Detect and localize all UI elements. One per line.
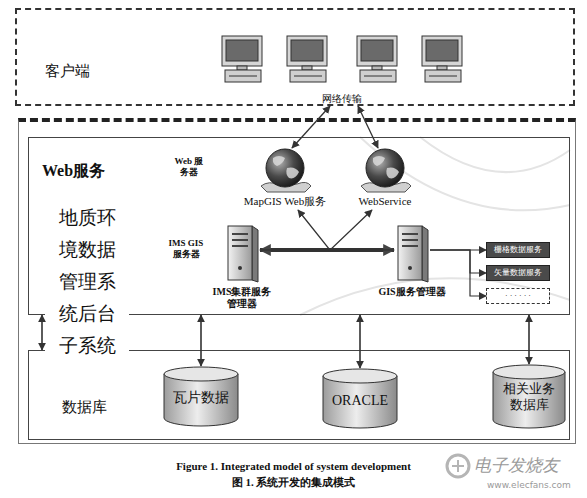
connector-arrow — [200, 315, 202, 366]
node-label: 数据库 — [62, 398, 107, 416]
node-label: 相关业务数据库 — [501, 381, 557, 413]
node-label: · · · · · · — [487, 289, 549, 303]
caption-text: Figure 1. Integrated model of system dev… — [0, 460, 587, 473]
server-icon: GIS服务管理器 — [394, 224, 430, 282]
watermark-icon — [447, 455, 469, 477]
connector-arrow — [430, 250, 486, 273]
globe-service: MapGIS Web服务 — [245, 148, 325, 210]
database-cylinder: 瓦片数据 — [163, 366, 239, 426]
node-label: 栅格数据服务 — [487, 243, 549, 257]
service-box: 矢量数据服务 — [486, 265, 550, 281]
node-label: ORACLE — [322, 393, 398, 410]
connector-arrow — [358, 106, 378, 148]
database-cylinder: 相关业务数据库 — [492, 364, 566, 428]
client-region: 客户端 — [15, 8, 575, 106]
node-label: MapGIS Web服务 — [230, 195, 340, 208]
background-swoosh — [300, 137, 570, 315]
service-box: · · · · · · — [486, 288, 550, 304]
client-computers — [222, 36, 462, 82]
watermark: 电子发烧友 — [474, 455, 559, 475]
node-label: Web服务 — [42, 161, 105, 180]
network-label: 网络传输 — [312, 93, 372, 105]
node-label: 矢量数据服务 — [487, 266, 549, 280]
connector-arrow — [260, 210, 330, 250]
database-cylinder: ORACLE — [322, 368, 398, 428]
watermark: www.elecfans.com — [487, 480, 571, 491]
server-icon-outline — [224, 224, 260, 282]
row-label: Web 服务器 — [172, 156, 206, 178]
row-label: IMS GIS 服务器 — [164, 238, 208, 260]
connector-arrow — [430, 250, 486, 296]
node-label: IMS集群服务管理器 — [210, 286, 274, 310]
system-region: 地质环境数据管理系统后台子系统Web服务MapGIS Web服务WebServi… — [18, 118, 576, 444]
node-label: GIS服务管理器 — [367, 286, 457, 298]
server-icon-outline — [394, 224, 430, 282]
node-label: 瓦片数据 — [163, 390, 239, 407]
service-box: 栅格数据服务 — [486, 242, 550, 258]
node-label: 地质环境数据管理系统后台子系统 — [45, 200, 129, 364]
connector-arrow — [528, 315, 530, 364]
connector-arrow — [359, 315, 361, 368]
connector-arrow — [430, 249, 486, 250]
connector-arrow — [41, 315, 43, 350]
globe-service: WebService — [345, 148, 425, 210]
node-label: WebService — [330, 195, 440, 208]
connector-arrow — [260, 248, 394, 252]
node-label: 客户端 — [45, 62, 90, 80]
server-icon: IMS集群服务管理器 — [224, 224, 260, 282]
connector-arrow — [292, 106, 330, 148]
connector-arrow — [330, 210, 394, 250]
